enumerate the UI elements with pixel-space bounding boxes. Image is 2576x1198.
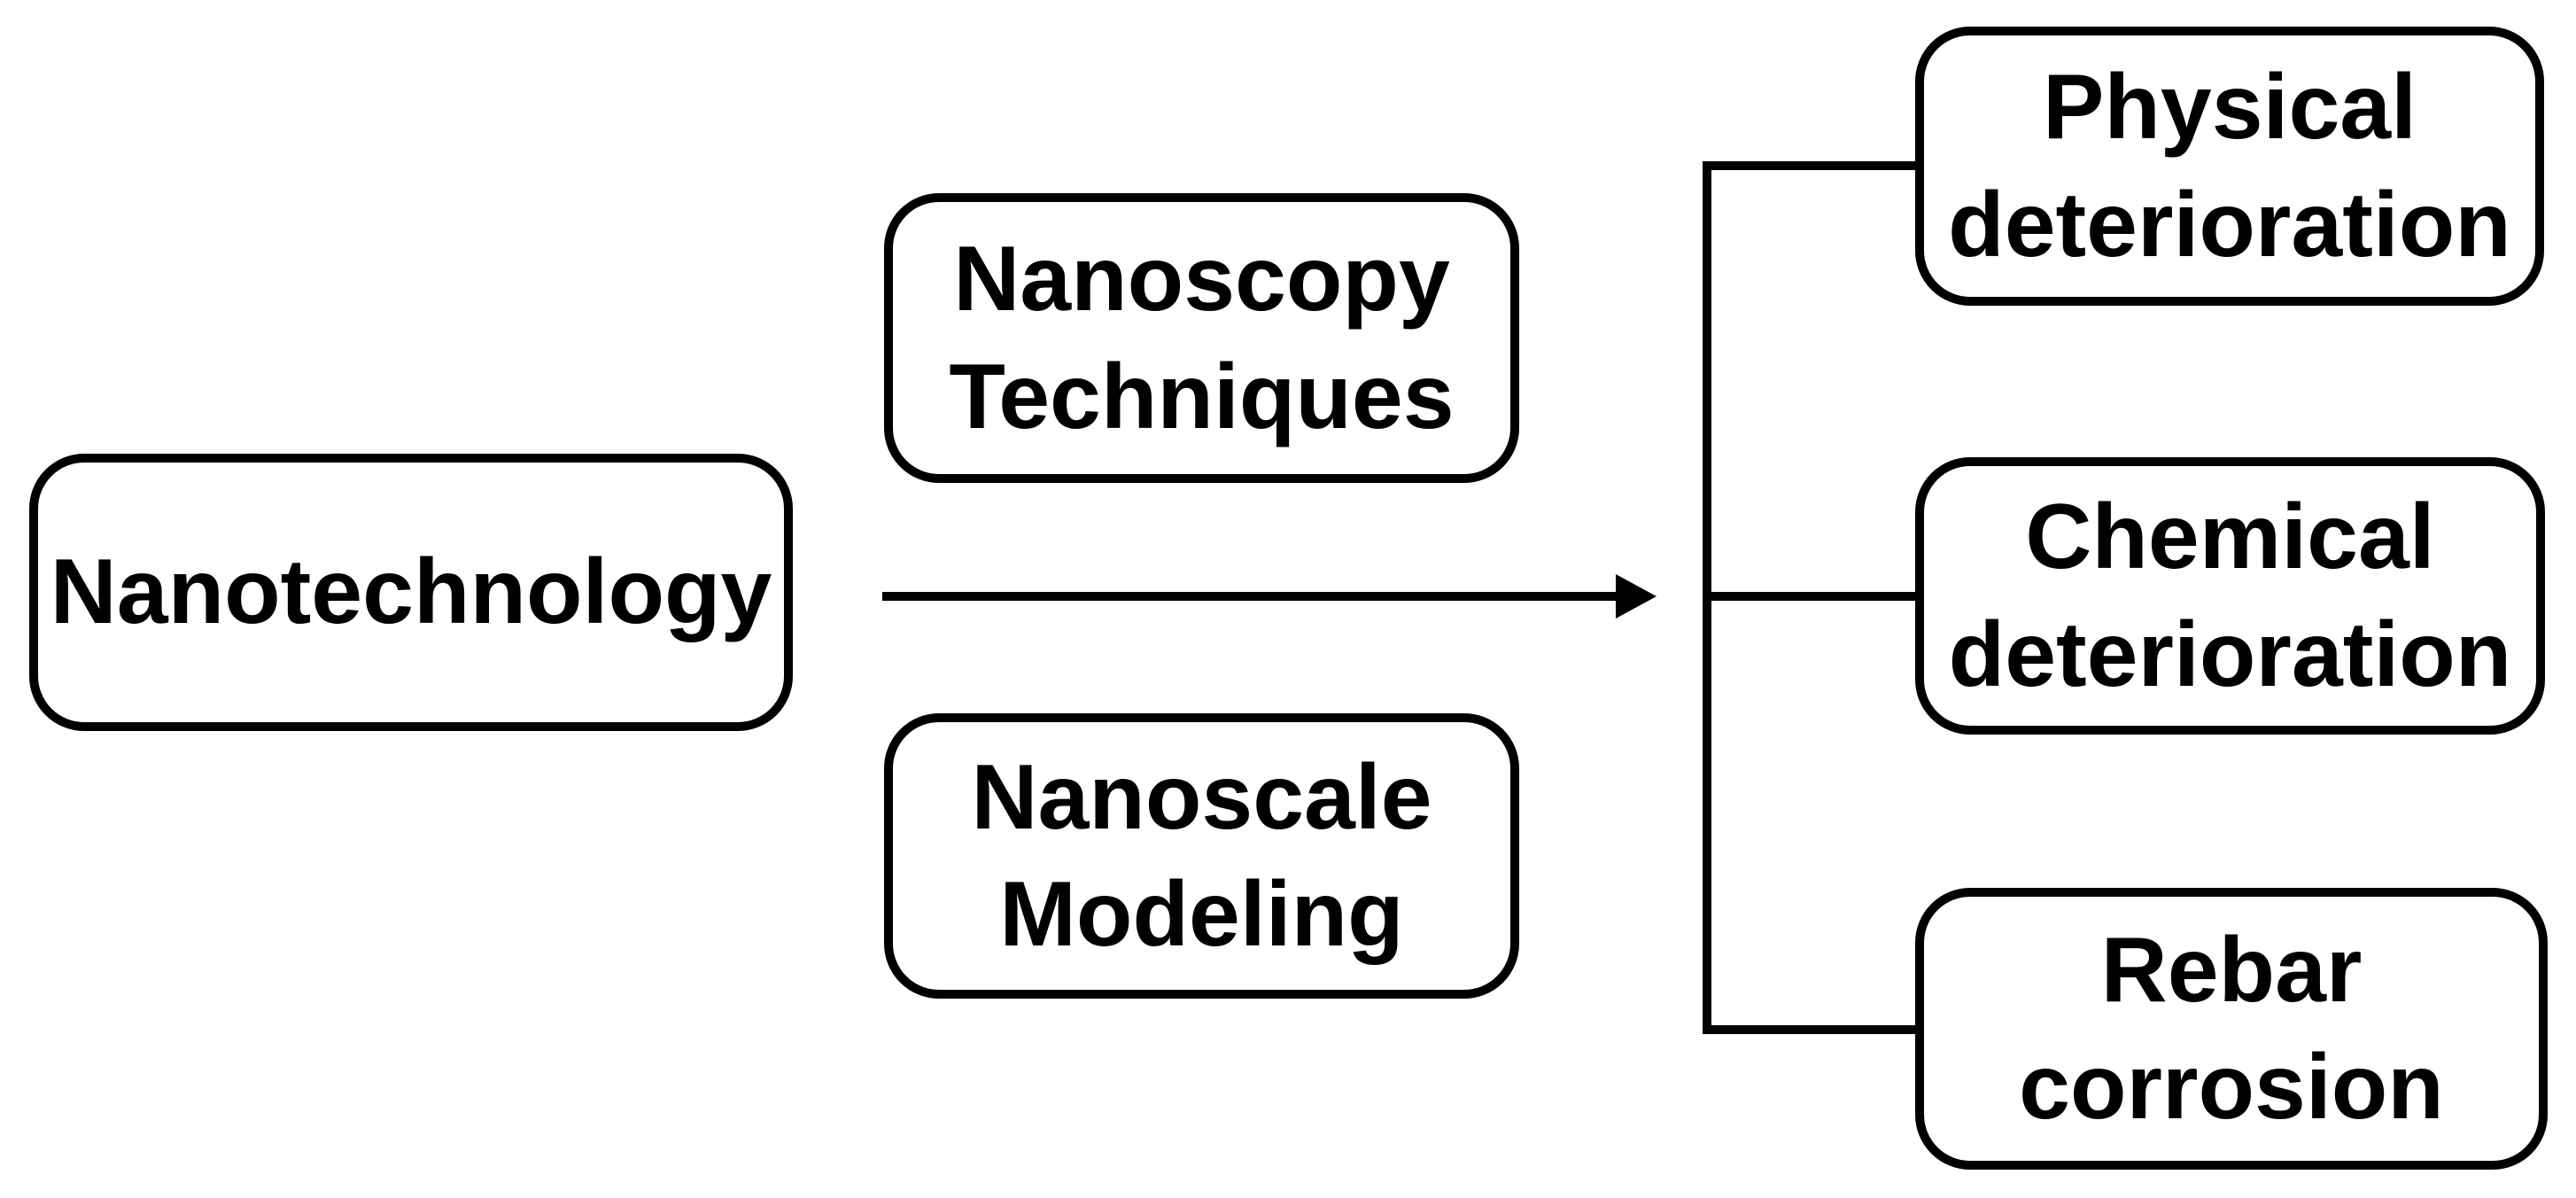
arrow-shaft <box>882 592 1616 601</box>
label-line: Chemical <box>2025 486 2435 589</box>
node-nanoscale-modeling: Nanoscale Modeling <box>884 713 1519 999</box>
node-nanotechnology: Nanotechnology <box>29 454 793 731</box>
label-line: Techniques <box>949 345 1455 448</box>
label-line: deterioration <box>1948 603 2512 706</box>
label-line: deterioration <box>1948 173 2511 276</box>
node-physical-deterioration-label: Physical deterioration <box>1948 49 2511 283</box>
label-line: Modeling <box>999 863 1404 966</box>
node-nanoscale-modeling-label: Nanoscale Modeling <box>971 739 1432 973</box>
label-line: Physical <box>2042 56 2417 159</box>
node-rebar-corrosion-label: Rebar corrosion <box>2019 912 2444 1146</box>
node-chemical-deterioration: Chemical deterioration <box>1915 457 2545 735</box>
label-line: Nanoscale <box>971 745 1432 849</box>
node-nanoscopy-techniques: Nanoscopy Techniques <box>884 193 1519 483</box>
label-line: Rebar <box>2100 918 2363 1022</box>
node-chemical-deterioration-label: Chemical deterioration <box>1949 478 2512 712</box>
label-line: Nanoscopy <box>953 228 1450 331</box>
node-physical-deterioration: Physical deterioration <box>1915 27 2544 306</box>
arrow-head-icon <box>1616 574 1657 618</box>
node-rebar-corrosion: Rebar corrosion <box>1915 888 2548 1170</box>
label-line: corrosion <box>2019 1036 2444 1139</box>
node-nanoscopy-techniques-label: Nanoscopy Techniques <box>949 221 1454 455</box>
bracket-branch-bottom <box>1703 1025 1915 1034</box>
bracket-branch-middle <box>1703 592 1915 601</box>
bracket-branch-top <box>1703 161 1915 170</box>
label-line: Nanotechnology <box>50 541 772 644</box>
node-nanotechnology-label: Nanotechnology <box>50 533 772 650</box>
